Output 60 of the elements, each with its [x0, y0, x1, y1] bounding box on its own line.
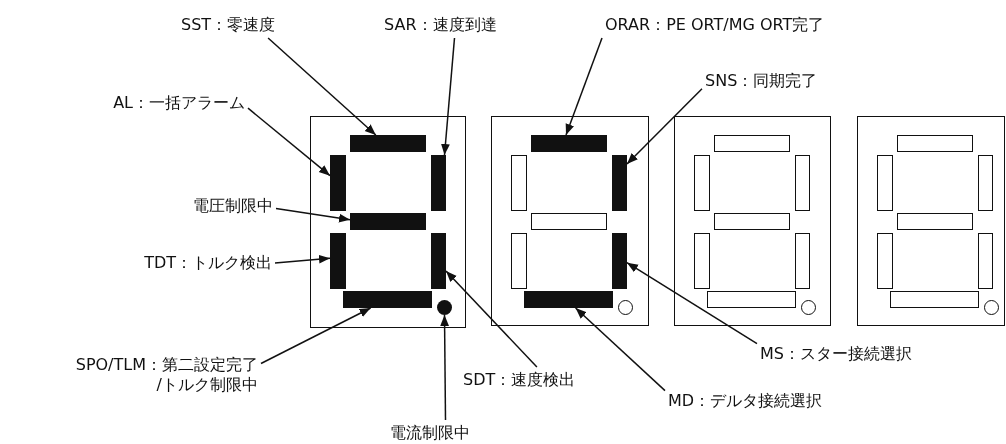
signal-label: ORAR：PE ORT/MG ORT完了 [602, 12, 828, 38]
leader-arrow [565, 37, 603, 136]
signal-label: SAR：速度到達 [381, 12, 500, 38]
lit-segment [612, 233, 627, 289]
display-panel [491, 116, 649, 326]
unlit-segment [531, 213, 607, 230]
signal-label: SNS：同期完了 [702, 68, 821, 94]
unlit-segment [707, 291, 796, 308]
lit-decimal-point [437, 300, 452, 315]
signal-label: SDT：速度検出 [460, 367, 579, 393]
signal-label: TDT：トルク検出 [141, 250, 275, 276]
unlit-segment [978, 155, 993, 211]
display-panel [310, 116, 466, 328]
signal-label: AL：一括アラーム [110, 90, 248, 116]
unlit-segment [511, 233, 527, 289]
leader-arrow [267, 37, 377, 136]
lit-segment [431, 155, 446, 211]
leader-arrow [260, 307, 372, 365]
display-panel [857, 116, 1005, 326]
leader-arrow [574, 307, 666, 392]
unlit-segment [714, 135, 790, 152]
unlit-segment [511, 155, 527, 211]
signal-label: 電流制限中 [387, 420, 473, 444]
leader-arrow [275, 207, 351, 223]
unlit-segment [694, 233, 710, 289]
unlit-segment [978, 233, 993, 289]
leader-arrow [626, 261, 758, 345]
lit-segment [431, 233, 446, 289]
leader-arrow [440, 314, 449, 421]
leader-arrow [441, 37, 456, 156]
signal-label: 電圧制限中 [190, 193, 276, 219]
unlit-segment [877, 233, 893, 289]
unlit-decimal-point [618, 300, 633, 315]
leader-arrow [626, 88, 703, 165]
unlit-segment [877, 155, 893, 211]
lit-segment [350, 213, 426, 230]
signal-label: MD：デルタ接続選択 [665, 388, 826, 414]
leader-arrow [445, 270, 538, 368]
lit-segment [330, 233, 346, 289]
lit-segment [350, 135, 426, 152]
unlit-decimal-point [801, 300, 816, 315]
unlit-segment [897, 213, 973, 230]
leader-arrow [274, 254, 331, 264]
lit-segment [524, 291, 613, 308]
lit-segment [330, 155, 346, 211]
unlit-segment [694, 155, 710, 211]
unlit-segment [897, 135, 973, 152]
signal-label: MS：スター接続選択 [757, 341, 915, 367]
lit-segment [343, 291, 432, 308]
unlit-segment [795, 155, 810, 211]
leader-arrow [247, 107, 331, 177]
unlit-decimal-point [984, 300, 999, 315]
unlit-segment [890, 291, 979, 308]
lit-segment [612, 155, 627, 211]
signal-label: SST：零速度 [178, 12, 279, 38]
signal-label: SPO/TLM：第二設定完了 /トルク制限中 [67, 352, 261, 398]
unlit-segment [795, 233, 810, 289]
unlit-segment [714, 213, 790, 230]
lit-segment [531, 135, 607, 152]
display-panel [674, 116, 831, 326]
